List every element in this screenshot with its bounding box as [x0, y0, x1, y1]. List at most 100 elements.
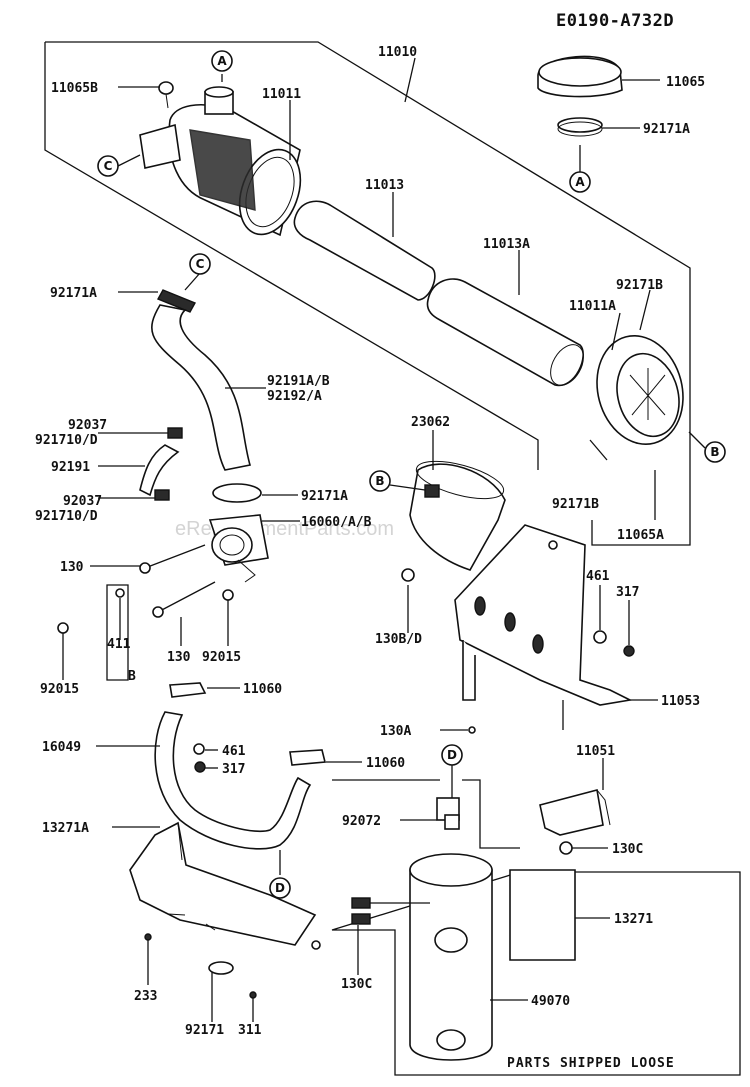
part-label-921710D-b: 921710/D: [35, 509, 98, 524]
part-label-311: 311: [238, 1023, 262, 1038]
clamp-92037-a: [167, 427, 183, 439]
exhaust-pipe-16049: [154, 711, 312, 850]
bolt-130A: [468, 726, 476, 734]
air-cleaner-cap-11011A: [596, 334, 684, 446]
part-label-921710D-a: 921710/D: [35, 433, 98, 448]
part-label-11065: 11065: [666, 75, 705, 90]
duct-band-23062: [401, 460, 506, 582]
svg-text:C: C: [104, 159, 113, 173]
part-label-92171B-bottom: 92171B: [552, 497, 599, 512]
part-label-B-group: B: [128, 669, 136, 684]
fitting-92072: [436, 797, 460, 830]
svg-text:A: A: [217, 54, 227, 68]
muffler-shield-13271: [509, 869, 576, 961]
air-cleaner-assembly-outline: [44, 41, 691, 546]
part-label-130C-a: 130C: [612, 842, 643, 857]
part-label-92171A-top: 92171A: [643, 122, 690, 137]
filter-element-11013A: [426, 278, 584, 387]
part-label-11060-b: 11060: [366, 756, 405, 771]
callout-C-left: C: [97, 155, 119, 177]
part-label-13271: 13271: [614, 912, 653, 927]
callout-B-right: B: [704, 441, 726, 463]
part-label-130C-b: 130C: [341, 977, 372, 992]
part-label-92171: 92171: [185, 1023, 224, 1038]
part-label-16049: 16049: [42, 740, 81, 755]
bracket-group-411: [106, 584, 129, 681]
part-label-92037-b: 92037: [63, 494, 102, 509]
muffler-49070: [351, 853, 493, 1061]
intake-hose-92191AB: [151, 304, 252, 471]
clamp-92037-b: [154, 489, 170, 501]
diagram-code: E0190-A732D: [556, 11, 674, 31]
svg-text:A: A: [575, 175, 585, 189]
part-label-11051: 11051: [576, 744, 615, 759]
part-label-92171A-hose: 92171A: [50, 286, 97, 301]
clamp-92171: [208, 961, 234, 975]
air-cleaner-housing-11011: [139, 81, 302, 237]
part-label-11010: 11010: [378, 45, 417, 60]
gasket-11060-a: [169, 682, 207, 698]
bolts-130: [57, 544, 234, 634]
part-label-317-a: 317: [616, 585, 639, 600]
callout-D-exhaust: D: [269, 877, 291, 899]
nut-311: [249, 991, 257, 999]
callout-A-upper: A: [211, 50, 233, 72]
parts-shipped-loose-note: PARTS SHIPPED LOOSE: [507, 1056, 675, 1071]
part-label-92191: 92191: [51, 460, 90, 475]
small-hose-92191: [139, 444, 180, 497]
part-label-233: 233: [134, 989, 157, 1004]
part-label-130-a: 130: [60, 560, 84, 575]
part-label-11060-a: 11060: [243, 682, 282, 697]
part-label-130A: 130A: [380, 724, 411, 739]
intake-pipe-16060: [208, 514, 269, 583]
part-label-11013: 11013: [365, 178, 404, 193]
rain-cap-11065: [537, 55, 623, 137]
callout-C-hose: C: [189, 253, 211, 275]
part-label-11053: 11053: [661, 694, 700, 709]
parts-shipped-loose-group-outline: [331, 779, 741, 1076]
filter-element-11013: [293, 200, 436, 301]
part-label-11011A: 11011A: [569, 299, 616, 314]
part-label-92015-b: 92015: [40, 682, 79, 697]
part-label-130-b: 130: [167, 650, 191, 665]
part-label-411: 411: [107, 637, 131, 652]
hose-clamp-92171A-upper: [157, 289, 196, 313]
part-label-130BD: 130B/D: [375, 632, 422, 647]
part-label-461-a: 461: [586, 569, 610, 584]
svg-text:B: B: [710, 445, 719, 459]
part-label-16060: 16060/A/B: [301, 515, 372, 530]
washer-317: [623, 645, 635, 657]
svg-text:D: D: [447, 748, 457, 762]
part-label-11065B: 11065B: [51, 81, 98, 96]
hose-clamp-92171A-mid: [212, 483, 262, 503]
leader-lines: [62, 57, 706, 1022]
svg-text:D: D: [275, 881, 285, 895]
part-label-11065A: 11065A: [617, 528, 664, 543]
gasket-11060-b: [289, 749, 327, 766]
part-label-11011: 11011: [262, 87, 301, 102]
part-label-49070: 49070: [531, 994, 570, 1009]
part-label-11013A: 11013A: [483, 237, 530, 252]
nut-461: [593, 630, 607, 644]
part-label-13271A: 13271A: [42, 821, 89, 836]
callout-A-right: A: [569, 171, 591, 193]
part-label-23062: 23062: [411, 415, 450, 430]
callout-D-muffler: D: [441, 744, 463, 766]
part-label-92072: 92072: [342, 814, 381, 829]
part-label-92192A: 92192/A: [267, 389, 322, 404]
part-label-92191AB: 92191A/B: [267, 374, 330, 389]
part-label-317-b: 317: [222, 762, 245, 777]
bracket-11051: [539, 789, 611, 855]
callout-B-left: B: [369, 470, 391, 492]
part-label-461-b: 461: [222, 744, 246, 759]
part-label-92171A-mid: 92171A: [301, 489, 348, 504]
svg-text:C: C: [196, 257, 205, 271]
part-label-92015-a: 92015: [202, 650, 241, 665]
svg-text:B: B: [375, 474, 384, 488]
part-label-92037-a: 92037: [68, 418, 107, 433]
heat-shield-13271A: [129, 821, 321, 950]
part-label-92171B-top: 92171B: [616, 278, 663, 293]
mounting-bracket-11053: [454, 524, 633, 706]
